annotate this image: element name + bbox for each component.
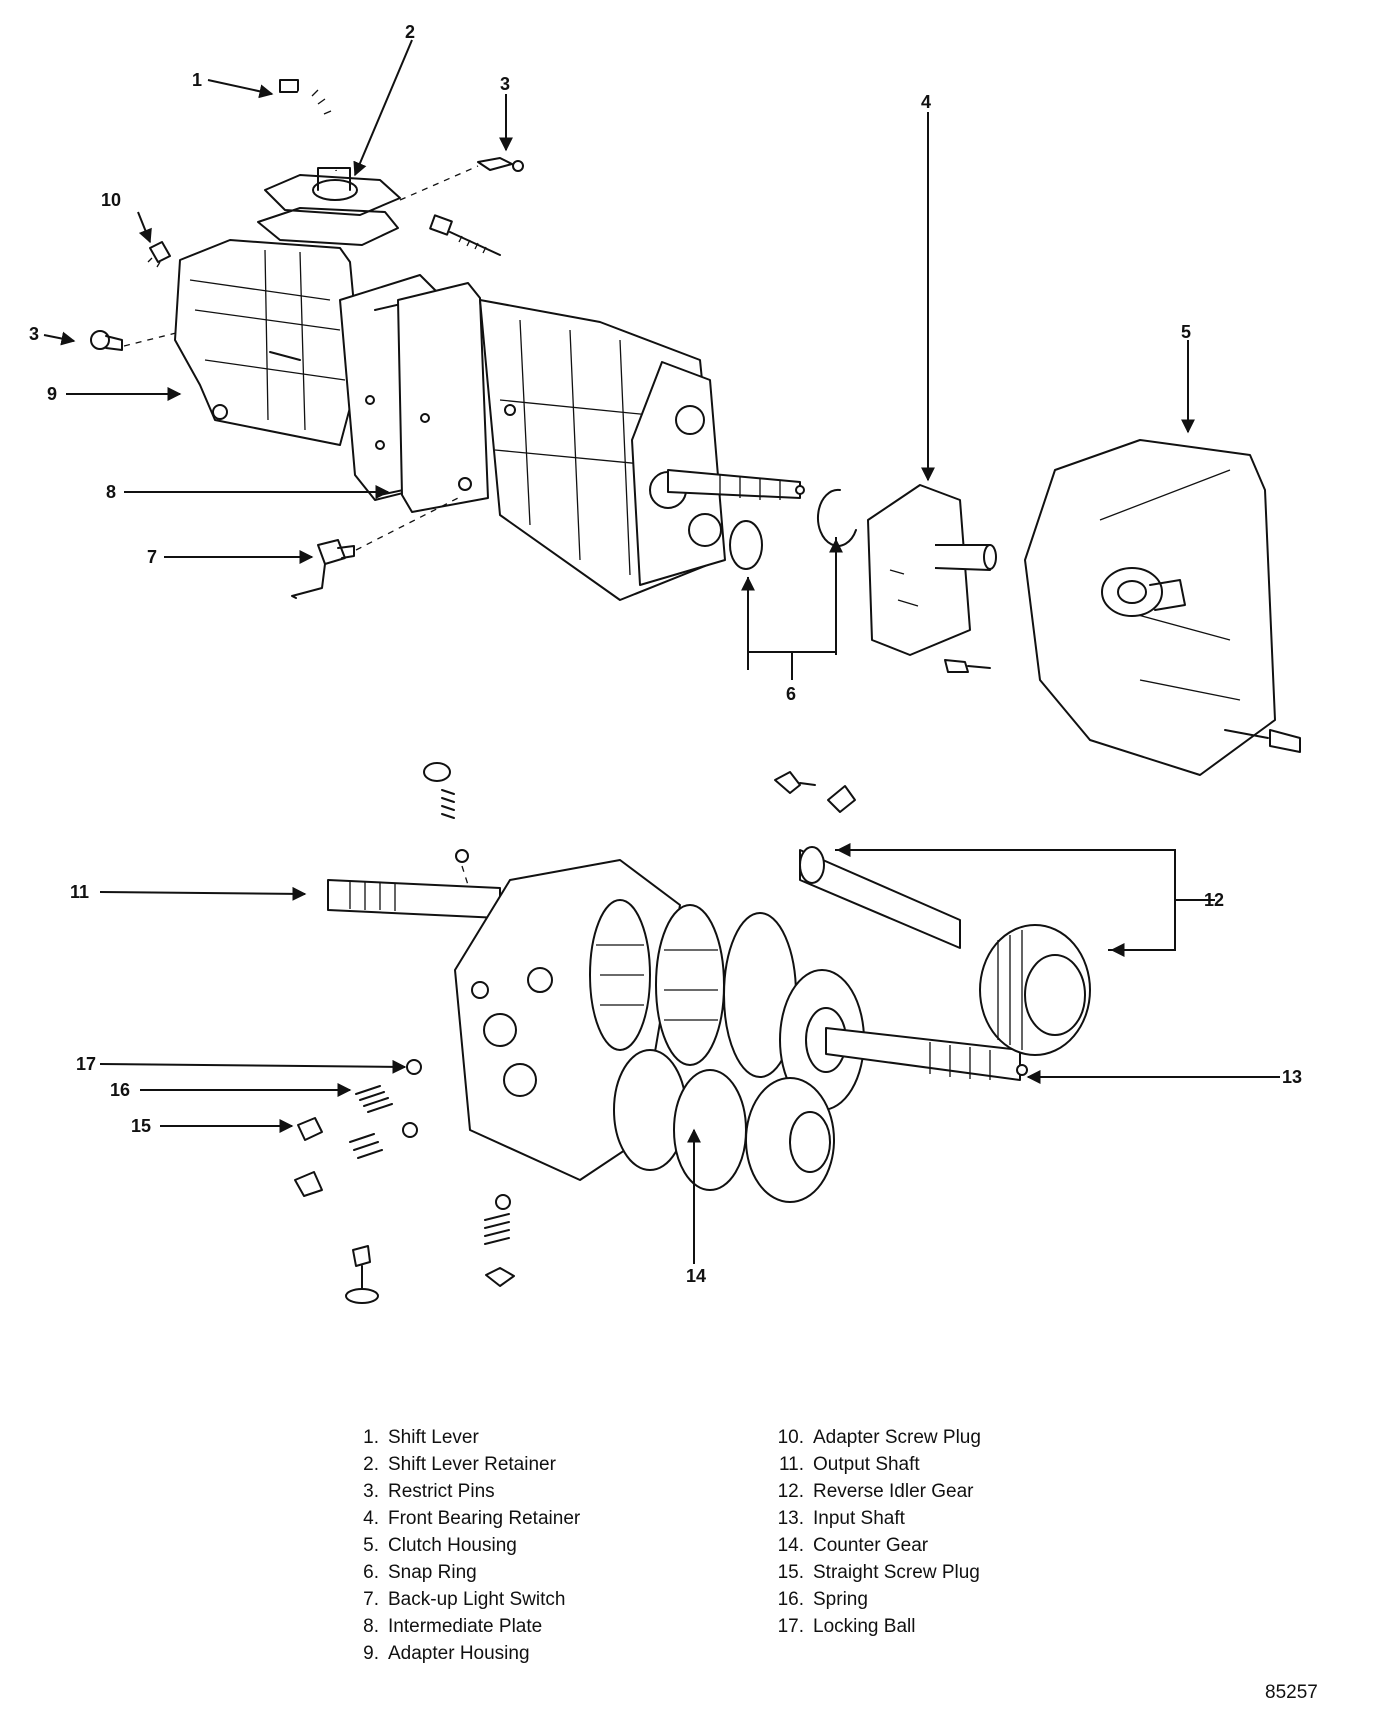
main-gears [589, 899, 865, 1111]
legend-item: 4. Front Bearing Retainer [348, 1505, 580, 1532]
legend-text: Input Shaft [813, 1508, 905, 1529]
legend-number: 10. [777, 1427, 804, 1448]
adapter-screw-plug [147, 241, 171, 268]
legend-number: 14. [777, 1535, 804, 1556]
legend-text: Locking Ball [813, 1616, 916, 1637]
legend-text: Adapter Screw Plug [813, 1427, 981, 1448]
legend-number: 7. [363, 1589, 379, 1610]
legend-item: 2. Shift Lever Retainer [348, 1451, 580, 1478]
switch-guide [355, 495, 463, 551]
callout-7: 7 [147, 547, 157, 567]
legend-number: 16. [777, 1589, 804, 1610]
callout-labels: 1 2 3 4 5 6 7 8 9 10 3 11 12 13 14 15 16… [29, 22, 1302, 1286]
legend-number: 9. [363, 1643, 379, 1664]
output-shaft [327, 879, 501, 919]
legend-text: Reverse Idler Gear [813, 1481, 974, 1502]
restrict-pin-left [90, 330, 123, 351]
leader-lines [43, 39, 1280, 1264]
callout-3-top: 3 [500, 74, 510, 94]
legend-text: Snap Ring [388, 1562, 477, 1583]
legend-item: 10. Adapter Screw Plug [773, 1424, 981, 1451]
legend-item: 7. Back-up Light Switch [348, 1586, 580, 1613]
counter-gear [613, 1049, 835, 1203]
legend-item: 1. Shift Lever [348, 1424, 580, 1451]
legend-number: 6. [363, 1562, 379, 1583]
callout-17: 17 [76, 1054, 96, 1074]
legend-text: Shift Lever Retainer [388, 1454, 556, 1475]
legend-item: 15. Straight Screw Plug [773, 1559, 981, 1586]
callout-8: 8 [106, 482, 116, 502]
legend-number: 2. [363, 1454, 379, 1475]
callout-4: 4 [921, 92, 931, 112]
transmission-case [479, 299, 726, 601]
callout-15: 15 [131, 1116, 151, 1136]
legend-text: Front Bearing Retainer [388, 1508, 581, 1529]
legend-text: Straight Screw Plug [813, 1562, 980, 1583]
legend-number: 4. [363, 1508, 379, 1529]
shift-lever [279, 79, 339, 171]
callout-14: 14 [686, 1266, 706, 1286]
front-bearing-retainer [867, 484, 997, 673]
legend-item: 17. Locking Ball [773, 1613, 981, 1640]
callout-11: 11 [70, 882, 89, 902]
legend-item: 6. Snap Ring [348, 1559, 580, 1586]
callout-12: 12 [1204, 890, 1224, 910]
legend-text: Restrict Pins [388, 1481, 495, 1502]
legend-text: Output Shaft [813, 1454, 920, 1475]
snap-ring-large [816, 488, 857, 547]
bolt-top [429, 214, 501, 256]
legend-number: 1. [363, 1427, 379, 1448]
snap-ring-small [729, 520, 763, 570]
legend-column-left: 1. Shift Lever 2. Shift Lever Retainer 3. R… [348, 1424, 580, 1667]
legend-text: Back-up Light Switch [388, 1589, 566, 1610]
callout-1: 1 [192, 70, 202, 90]
callout-10: 10 [101, 190, 121, 210]
legend-number: 8. [363, 1616, 379, 1637]
legend-item: 13. Input Shaft [773, 1505, 981, 1532]
clutch-housing [1024, 439, 1301, 776]
legend-text: Adapter Housing [388, 1643, 530, 1664]
legend-text: Clutch Housing [388, 1535, 517, 1556]
legend-number: 13. [777, 1508, 804, 1529]
callout-16: 16 [110, 1080, 130, 1100]
legend-number: 11. [778, 1454, 804, 1475]
legend-text: Intermediate Plate [388, 1616, 543, 1637]
callout-3-left: 3 [29, 324, 39, 344]
legend-item: 12. Reverse Idler Gear [773, 1478, 981, 1505]
legend-number: 17. [777, 1616, 804, 1637]
restrict-pin-top [477, 157, 524, 172]
back-up-light-switch [291, 539, 355, 599]
legend-number: 12. [777, 1481, 804, 1502]
callout-5: 5 [1181, 322, 1191, 342]
legend-item: 11. Output Shaft [773, 1451, 981, 1478]
callout-9: 9 [47, 384, 57, 404]
legend-item: 9. Adapter Housing [348, 1640, 580, 1667]
legend-item: 8. Intermediate Plate [348, 1613, 580, 1640]
shift-lever-retainer [257, 167, 401, 246]
legend-text: Shift Lever [388, 1427, 479, 1448]
legend-item: 3. Restrict Pins [348, 1478, 580, 1505]
legend-text: Spring [813, 1589, 868, 1610]
legend-item: 16. Spring [773, 1586, 981, 1613]
legend-number: 3. [363, 1481, 379, 1502]
callout-2: 2 [405, 22, 415, 42]
output-shaft-upper [667, 469, 805, 500]
legend-item: 14. Counter Gear [773, 1532, 981, 1559]
reverse-idler-parts [774, 771, 1091, 1056]
adapter-housing [174, 239, 361, 446]
legend-item: 5. Clutch Housing [348, 1532, 580, 1559]
callout-6: 6 [786, 684, 796, 704]
legend-number: 15. [777, 1562, 804, 1583]
legend-text: Counter Gear [813, 1535, 929, 1556]
intermediate-plate [339, 274, 489, 513]
input-shaft [825, 1027, 1028, 1081]
callout-13: 13 [1282, 1067, 1302, 1087]
plug-upper-small [423, 762, 469, 863]
lower-small-parts [294, 1059, 515, 1304]
restrict-pin-guide-top [399, 165, 479, 201]
legend-column-right: 10. Adapter Screw Plug 11. Output Shaft 12… [773, 1424, 981, 1640]
legend-number: 5. [363, 1535, 379, 1556]
figure-number: 85257 [1265, 1682, 1318, 1703]
